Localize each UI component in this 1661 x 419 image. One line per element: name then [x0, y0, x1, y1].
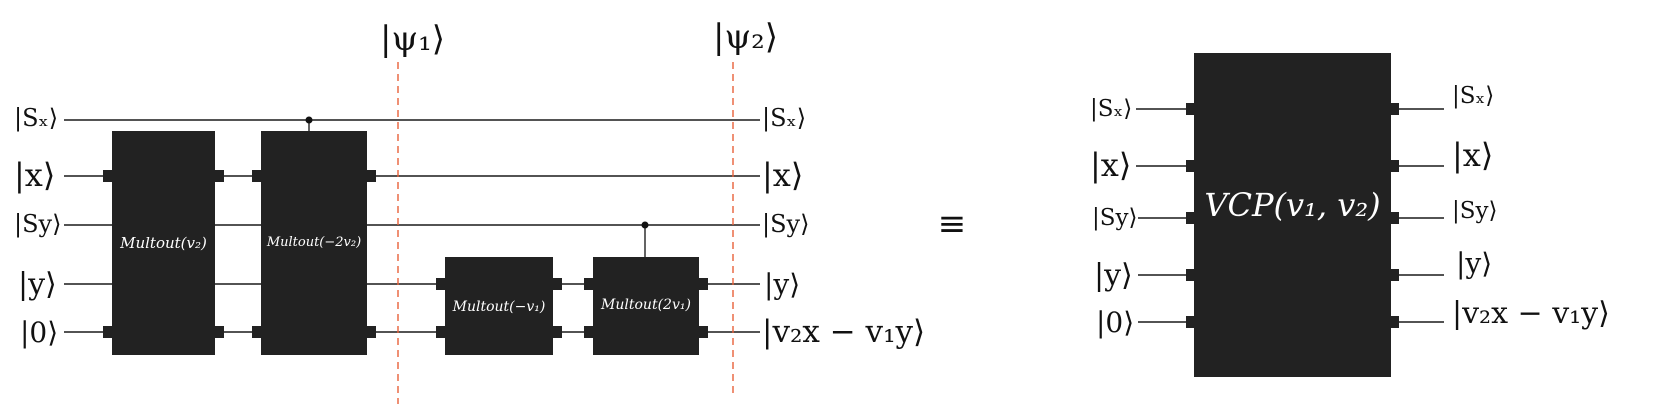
gate-vcp-body	[1194, 53, 1391, 377]
input-label-x: |x⟩	[14, 156, 55, 194]
output-label-result: |v₂x − v₁y⟩	[762, 314, 925, 350]
right-block: VCP(v₁, v₂) |Sₓ⟩ |x⟩ |Sy⟩ |y⟩ |0⟩ |Sₓ⟩ |…	[1090, 53, 1610, 377]
input-label-sy: |Sy⟩	[14, 210, 61, 239]
gate-mult-negv1-body	[445, 257, 553, 355]
output-label-sx: |Sₓ⟩	[762, 104, 806, 133]
right-input-label-x: |x⟩	[1090, 146, 1131, 184]
input-label-sx: |Sₓ⟩	[14, 104, 58, 133]
barrier-psi1: |ψ₁⟩	[380, 19, 445, 404]
output-label-sy: |Sy⟩	[762, 210, 809, 239]
right-input-label-sy: |Sy⟩	[1092, 205, 1137, 231]
right-input-label-sx: |Sₓ⟩	[1090, 96, 1132, 122]
barrier-label-psi1: |ψ₁⟩	[380, 19, 445, 59]
output-label-x: |x⟩	[762, 156, 803, 194]
left-circuit: |Sₓ⟩ |x⟩ |Sy⟩ |y⟩ |0⟩ |Sₓ⟩ |x⟩ |Sy⟩ |y⟩ …	[14, 17, 925, 404]
equivalence-symbol: ≡	[938, 204, 967, 244]
gate-mult-v2: Multout(v₂)	[103, 131, 224, 355]
right-output-label-result: |v₂x − v₁y⟩	[1452, 296, 1610, 331]
input-label-y: |y⟩	[18, 267, 57, 302]
right-output-label-y: |y⟩	[1456, 247, 1492, 280]
gate-mult-v2-label: Multout(v₂)	[119, 234, 207, 252]
right-output-label-sy: |Sy⟩	[1452, 198, 1497, 224]
gate-mult-v2-body	[112, 131, 215, 355]
right-output-label-sx: |Sₓ⟩	[1452, 83, 1494, 109]
right-input-label-zero: |0⟩	[1096, 306, 1134, 339]
barrier-label-psi2: |ψ₂⟩	[713, 17, 778, 57]
control-dot-sx	[305, 116, 313, 124]
gate-mult-negv1: Multout(−v₁)	[436, 257, 562, 355]
gate-mult-2v1-label: Multout(2v₁)	[600, 297, 691, 313]
gate-mult-neg2v2-body	[261, 131, 367, 355]
input-label-zero: |0⟩	[20, 316, 58, 349]
gate-mult-neg2v2-label: Multout(−2v₂)	[266, 235, 361, 250]
gate-mult-negv1-label: Multout(−v₁)	[452, 299, 546, 315]
gate-vcp-label: VCP(v₁, v₂)	[1204, 186, 1380, 224]
barrier-psi2: |ψ₂⟩	[713, 17, 778, 398]
gate-mult-2v1: Multout(2v₁)	[584, 221, 708, 355]
gate-mult-neg2v2: Multout(−2v₂)	[252, 116, 376, 355]
right-input-label-y: |y⟩	[1094, 258, 1133, 293]
gate-mult-2v1-body	[593, 257, 699, 355]
right-output-label-x: |x⟩	[1452, 136, 1493, 174]
control-dot-sy	[641, 221, 649, 229]
output-label-y: |y⟩	[764, 268, 800, 301]
